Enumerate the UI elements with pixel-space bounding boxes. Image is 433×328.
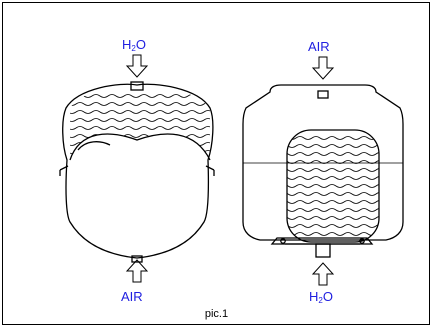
left-top-label-sub: 2 bbox=[131, 44, 136, 53]
left-top-arrow bbox=[125, 54, 149, 78]
figure-caption: pic.1 bbox=[204, 308, 229, 320]
right-bottom-arrow bbox=[311, 262, 335, 286]
left-bottom-arrow bbox=[125, 259, 149, 283]
right-bottom-label-tail: O bbox=[322, 289, 333, 304]
left-top-label-main: H bbox=[122, 37, 132, 52]
right-bottom-label: H2O bbox=[309, 290, 333, 308]
left-top-label: H2O bbox=[122, 38, 146, 56]
figure-frame bbox=[2, 2, 430, 325]
right-top-arrow bbox=[311, 56, 335, 80]
right-bottom-label-main: H bbox=[309, 289, 319, 304]
left-top-label-tail: O bbox=[135, 37, 146, 52]
right-membrane-waves bbox=[287, 136, 379, 236]
right-bottom-label-sub: 2 bbox=[318, 296, 323, 305]
left-vessel bbox=[59, 81, 215, 263]
left-bottom-label: AIR bbox=[121, 289, 143, 304]
right-top-label: AIR bbox=[308, 39, 330, 54]
left-membrane-waves bbox=[70, 94, 210, 154]
